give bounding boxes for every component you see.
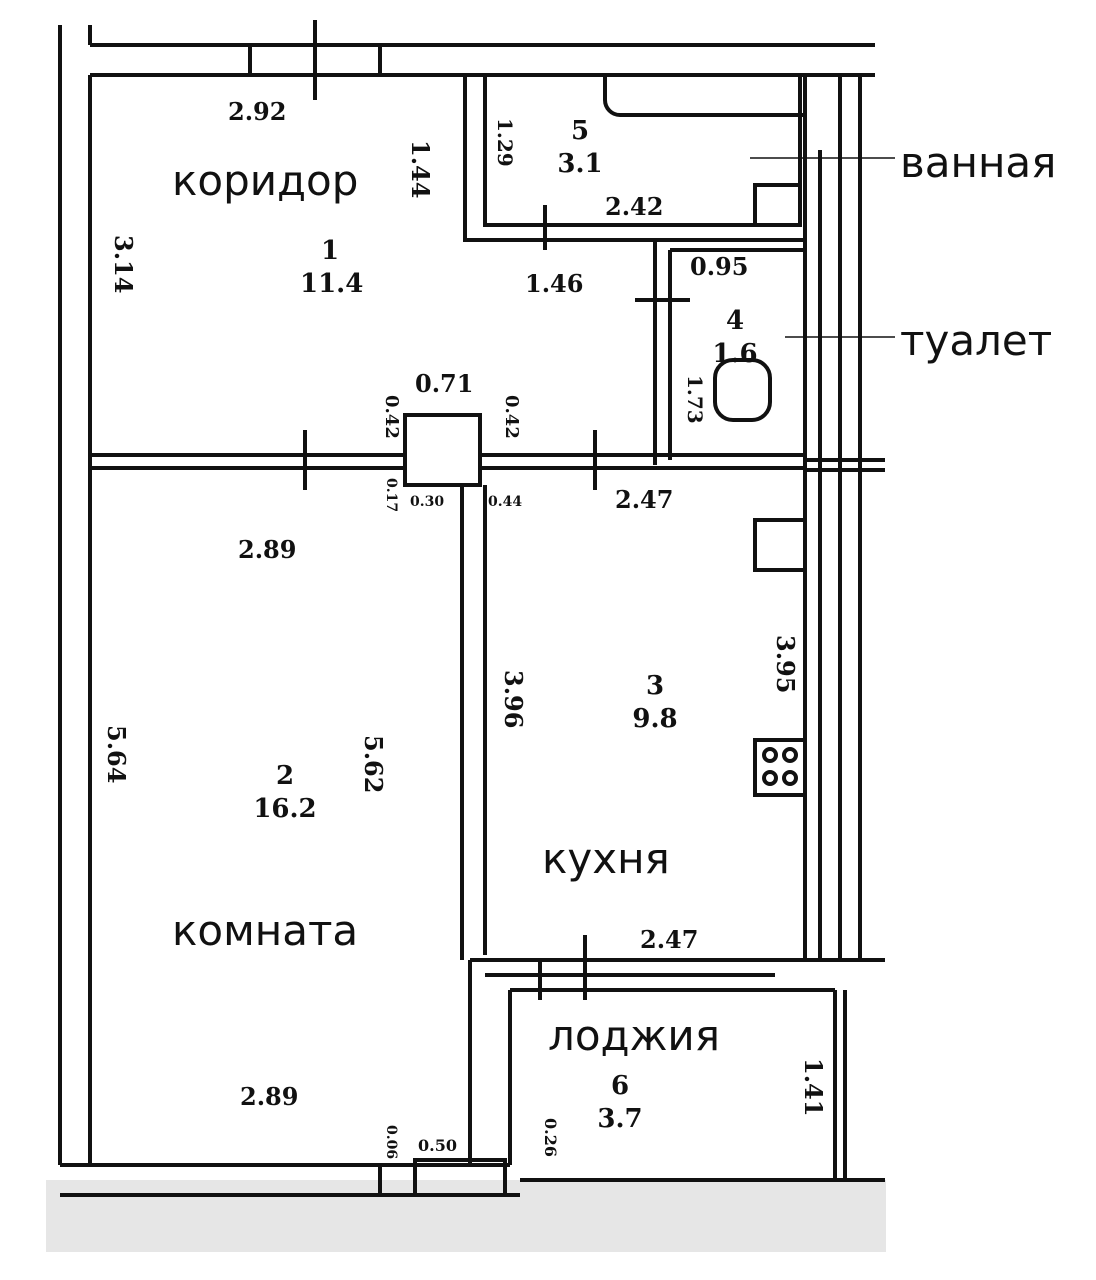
room-label-bathroom: ванная <box>900 138 1057 187</box>
dim-label: 0.44 <box>488 494 523 510</box>
dim-label: 2.89 <box>238 535 297 564</box>
room-number: 2 <box>275 761 295 791</box>
room-number: 4 <box>725 306 745 336</box>
room-number: 6 <box>610 1071 630 1101</box>
room-number: 1 <box>320 236 340 266</box>
shaded-ground <box>46 1180 886 1252</box>
dim-label: 2.47 <box>615 485 674 514</box>
dim-label: 2.89 <box>240 1082 299 1111</box>
dim-label: 2.47 <box>640 925 699 954</box>
dim-label: 5.64 <box>102 725 131 784</box>
outer-walls <box>58 20 885 1197</box>
dim-label: 0.71 <box>415 369 474 398</box>
dim-label: 3.95 <box>771 635 800 694</box>
dim-label: 1.46 <box>525 269 584 298</box>
leader-lines <box>750 157 895 338</box>
ventilation-shaft <box>403 413 482 487</box>
room-area: 3.7 <box>597 1103 643 1134</box>
right-walls <box>803 73 885 960</box>
dim-label: 3.96 <box>499 670 528 729</box>
dim-label: 0.26 <box>541 1118 560 1157</box>
kitchen-fixtures <box>753 518 807 797</box>
dim-label: 1.29 <box>493 118 517 167</box>
dim-label: 0.42 <box>501 395 522 439</box>
dim-label: 0.50 <box>418 1136 457 1155</box>
middle-walls <box>90 413 805 960</box>
bathroom-walls <box>463 73 807 250</box>
toilet-walls <box>635 240 805 465</box>
room-area: 11.4 <box>300 268 364 299</box>
dim-label: 0.17 <box>383 478 399 513</box>
dim-label: 2.42 <box>605 192 664 221</box>
room-area: 9.8 <box>632 703 678 734</box>
room-label-toilet: туалет <box>900 316 1053 365</box>
room-label-kitchen: кухня <box>542 834 670 883</box>
dim-label: 0.06 <box>383 1125 399 1160</box>
room-label-corridor: коридор <box>172 156 359 205</box>
room-number: 5 <box>570 116 590 146</box>
room-area: 1.6 <box>712 338 758 369</box>
room-number: 3 <box>645 671 665 701</box>
dim-label: 1.41 <box>799 1058 828 1117</box>
room-label-loggia: лоджия <box>548 1011 720 1060</box>
dim-label: 0.95 <box>690 252 749 281</box>
room-area: 3.1 <box>557 148 603 179</box>
dim-label: 2.92 <box>228 97 287 126</box>
dim-label: 3.14 <box>109 235 138 294</box>
dim-label: 1.44 <box>406 140 435 199</box>
dim-label: 0.42 <box>381 395 402 439</box>
dim-label: 1.73 <box>683 375 707 424</box>
loggia-walls <box>468 935 885 1180</box>
room-label-room: комната <box>172 906 359 955</box>
room-area: 16.2 <box>253 793 317 824</box>
dim-label: 5.62 <box>359 735 388 794</box>
dim-label: 0.30 <box>410 494 445 510</box>
